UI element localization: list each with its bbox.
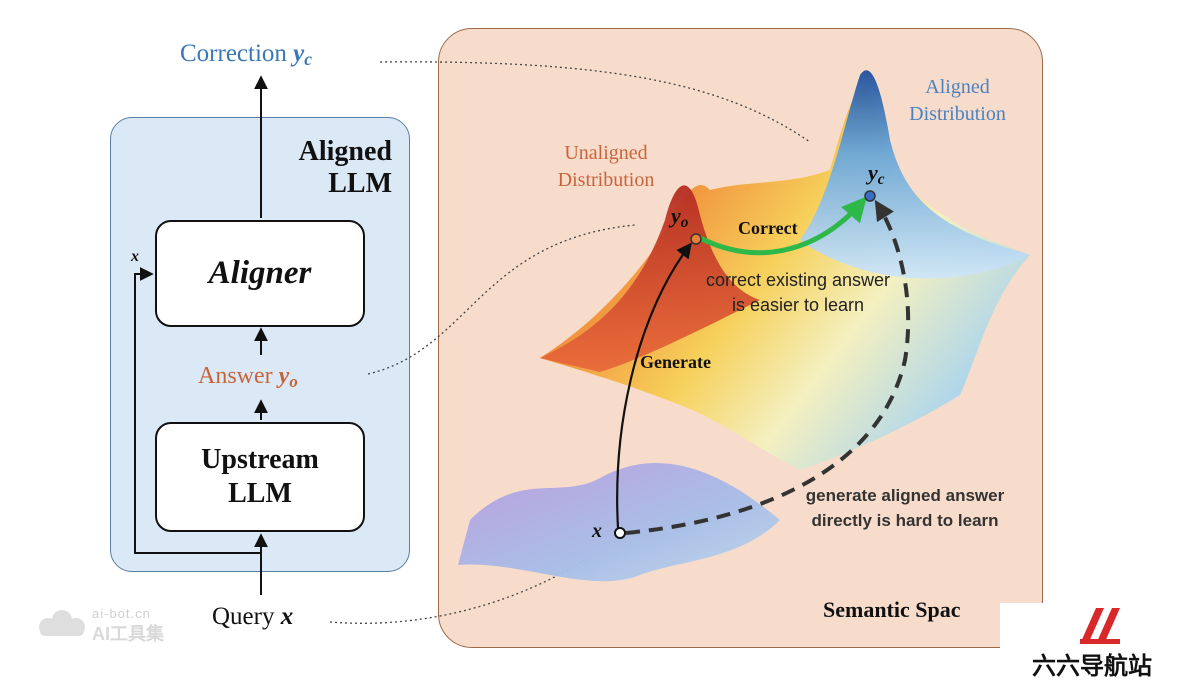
answer-space-surface	[540, 87, 1030, 470]
yo-point-label: yo	[671, 203, 689, 231]
ll-logo-icon	[1080, 608, 1120, 644]
direct-generation-note: generate aligned answer directly is hard…	[805, 486, 1005, 530]
answer-label: Answer yo	[198, 363, 298, 392]
query-feed-label: x	[131, 248, 139, 265]
generate-arrow-label: Generate	[640, 352, 711, 372]
correct-arrow-label: Correct	[738, 218, 798, 238]
watermark-right-name: 六六导航站	[1032, 653, 1152, 680]
yc-point	[864, 190, 876, 202]
aligner-module: Aligner	[155, 220, 365, 327]
correct-arrow	[698, 196, 867, 256]
semantic-space-label: Semantic Spac	[823, 597, 961, 622]
unaligned-distribution-label: Unaligned Distribution	[557, 142, 655, 191]
aligned-llm-title: Aligned LLM	[298, 136, 392, 200]
yc-point-label: yc	[868, 160, 885, 188]
left-flow-arrows	[134, 75, 268, 595]
upstream-llm-module: Upstream LLM	[155, 422, 365, 532]
watermark-left-domain: ai-bot.cn	[92, 606, 151, 621]
ai-bot-logo-icon	[39, 610, 85, 636]
unaligned-peak	[540, 185, 760, 372]
watermark-left-name: AI工具集	[92, 624, 164, 644]
yo-point	[690, 233, 702, 245]
query-input-label: Query x	[212, 603, 294, 630]
x-point-label: x	[592, 520, 602, 542]
aligned-peak	[800, 70, 1030, 279]
generate-arrow	[616, 242, 692, 529]
x-point	[614, 527, 626, 539]
correction-output-label: Correction yc	[180, 40, 313, 70]
direct-generation-arrow	[625, 199, 911, 535]
query-space-surface	[458, 463, 780, 582]
aligned-distribution-label: Aligned Distribution	[909, 76, 1006, 125]
correct-note: correct existing answer is easier to lea…	[705, 270, 891, 316]
